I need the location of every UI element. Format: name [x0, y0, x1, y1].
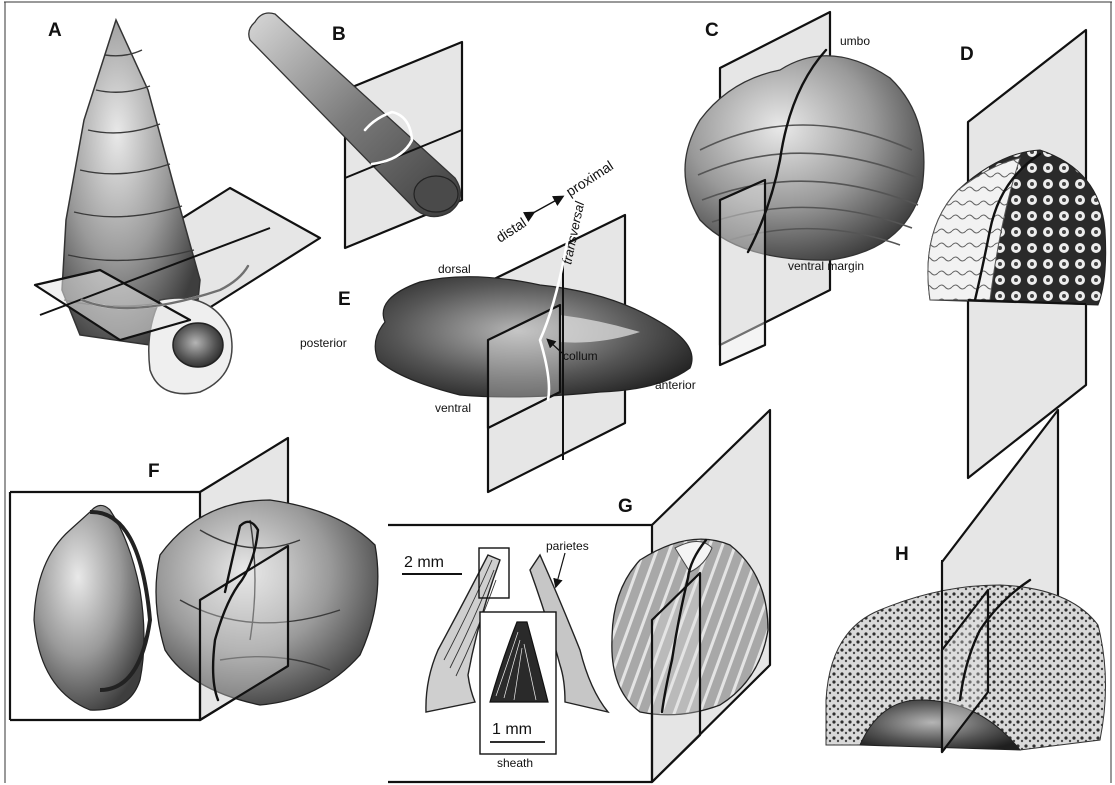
distal-proximal-arrow [533, 197, 562, 213]
panel-f-letter: F [148, 461, 160, 482]
panel-g-letter: G [618, 496, 633, 517]
label-ventral-margin: ventral margin [788, 259, 864, 273]
panel-g-group: parietes 2 mm 1 mm sheath G [388, 410, 770, 782]
label-scale-1mm: 1 mm [492, 721, 532, 738]
panel-b-end-face [414, 176, 458, 212]
label-collum: collum [563, 349, 598, 363]
panel-h-letter: H [895, 544, 909, 565]
label-proximal: proximal [563, 157, 616, 199]
panel-c-plane-front [720, 180, 765, 365]
label-posterior: posterior [300, 336, 347, 350]
panel-a-letter: A [48, 20, 62, 41]
label-umbo: umbo [840, 34, 870, 48]
label-scale-2mm: 2 mm [404, 554, 444, 571]
panel-b-belemnite: B [249, 13, 462, 248]
panel-e-letter: E [338, 289, 351, 310]
panel-d-coral: D [928, 30, 1106, 478]
label-dorsal: dorsal [438, 262, 471, 276]
panel-c-letter: C [705, 20, 719, 41]
label-sheath: sheath [497, 756, 533, 770]
panel-a-aperture [173, 323, 223, 367]
parietes-arrow [556, 553, 565, 586]
panel-f-group: F [10, 438, 378, 720]
label-parietes: parietes [546, 539, 589, 553]
label-ventral: ventral [435, 401, 471, 415]
panel-c-bivalve: C umbo ventral margin [685, 12, 924, 365]
label-distal: distal [493, 214, 529, 245]
label-anterior: anterior [655, 378, 696, 392]
panel-b-letter: B [332, 24, 346, 45]
panel-h-sponge: H [826, 410, 1106, 752]
panel-d-letter: D [960, 44, 974, 65]
panel-a-gastropod: A [35, 20, 320, 394]
